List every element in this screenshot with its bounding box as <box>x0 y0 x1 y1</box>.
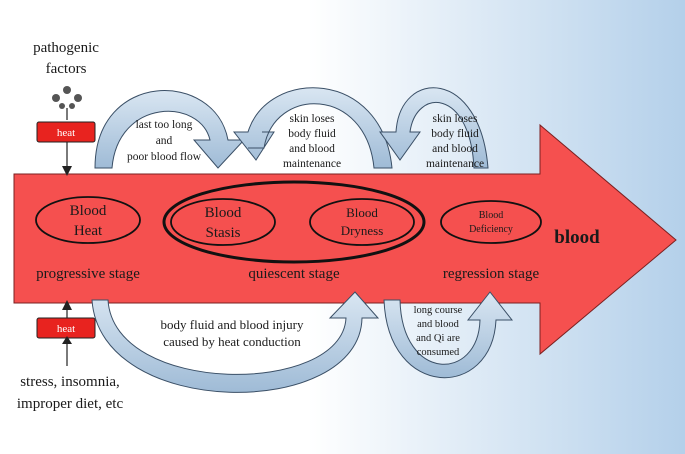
node-blood-deficiency <box>440 200 542 244</box>
loop3-line2: body fluid <box>431 128 479 140</box>
node-blood-deficiency-line2: Deficiency <box>469 224 513 235</box>
loop1-line1: last too long <box>136 119 193 131</box>
source-label-line1: pathogenic <box>33 40 99 56</box>
bottom-loop2-line2: and blood <box>417 319 459 330</box>
end-label: blood <box>554 227 600 248</box>
bottom-loop2-line4: consumed <box>417 347 460 358</box>
heat-box-top-label: heat <box>57 127 75 139</box>
top-loop-arrow-1 <box>94 90 246 169</box>
source-arrowhead-bottom <box>62 300 72 310</box>
stage-label-regression: regression stage <box>443 266 540 282</box>
node-blood-deficiency-line1: Blood <box>479 210 503 221</box>
node-blood-heat <box>35 196 141 244</box>
node-blood-dryness-line1: Blood <box>346 205 378 220</box>
loop2-line2: body fluid <box>288 128 336 140</box>
heat-box-bottom-label: heat <box>57 323 75 335</box>
pathogen-dots <box>52 86 82 109</box>
loop2-line3: and blood <box>289 143 335 155</box>
bottom-source-line1: stress, insomnia, <box>20 374 120 390</box>
bottom-loop-arrow-1 <box>91 291 380 393</box>
source-arrowhead-top <box>62 166 72 176</box>
top-loop-arrow-2 <box>232 87 393 169</box>
loop2-line1: skin loses <box>289 113 335 125</box>
node-blood-dryness-line2: Dryness <box>341 223 384 238</box>
node-blood-stasis-line1: Blood <box>205 205 242 221</box>
heat-box-top <box>36 121 96 143</box>
bottom-source-line2: improper diet, etc <box>17 396 124 412</box>
loop3-line4: maintenance <box>426 158 484 170</box>
source-label-line2: factors <box>46 61 87 77</box>
bottom-loop1-line1: body fluid and blood injury <box>161 317 304 332</box>
node-blood-stasis-line2: Stasis <box>205 225 240 241</box>
bottom-loop1-line2: caused by heat conduction <box>163 334 301 349</box>
quiescent-group-outline <box>162 180 426 264</box>
node-blood-heat-line2: Heat <box>74 223 103 239</box>
node-blood-stasis <box>170 198 276 246</box>
loop3-line1: skin loses <box>432 113 478 125</box>
stage-label-quiescent: quiescent stage <box>248 266 340 282</box>
loop3-line3: and blood <box>432 143 478 155</box>
top-loop-arrow-3 <box>379 87 489 169</box>
node-blood-heat-line1: Blood <box>70 203 107 219</box>
node-blood-dryness <box>309 198 415 246</box>
bottom-loop-arrow-2 <box>383 291 514 379</box>
bottom-loop2-line1: long course <box>414 305 463 316</box>
bottom-source-arrowhead <box>62 336 72 344</box>
stage-label-progressive: progressive stage <box>36 266 140 282</box>
loop2-line4: maintenance <box>283 158 341 170</box>
loop1-line2: and <box>156 135 173 147</box>
bottom-loop2-line3: and Qi are <box>416 333 460 344</box>
loop1-line3: poor blood flow <box>127 151 202 163</box>
